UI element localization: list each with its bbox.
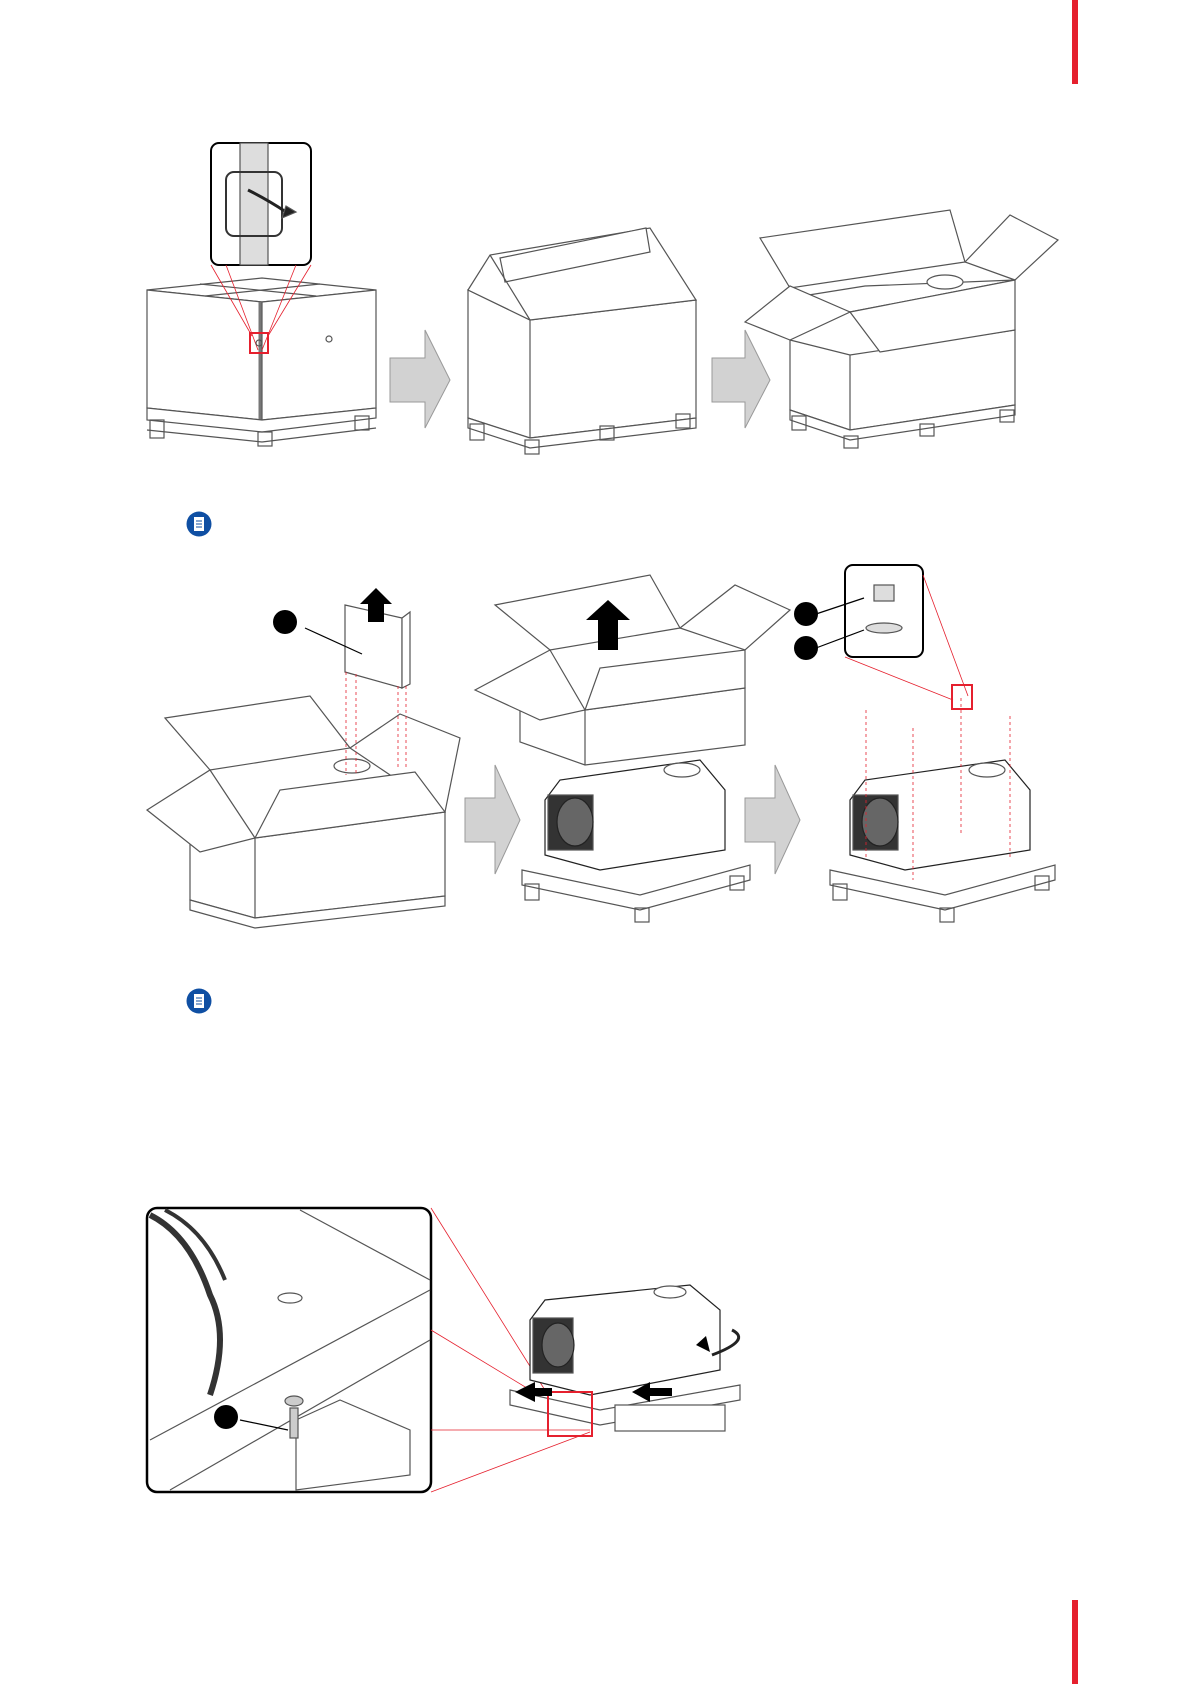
footer-accent-bar	[1072, 1600, 1078, 1684]
header-accent-bar	[1072, 0, 1078, 84]
figure-cut-straps-open-box	[130, 130, 1070, 450]
note-document-icon	[186, 511, 212, 537]
figure-remove-packaging	[140, 560, 1070, 930]
figure-remove-projector-from-pallet	[140, 1200, 780, 1500]
note-document-icon	[186, 988, 212, 1014]
